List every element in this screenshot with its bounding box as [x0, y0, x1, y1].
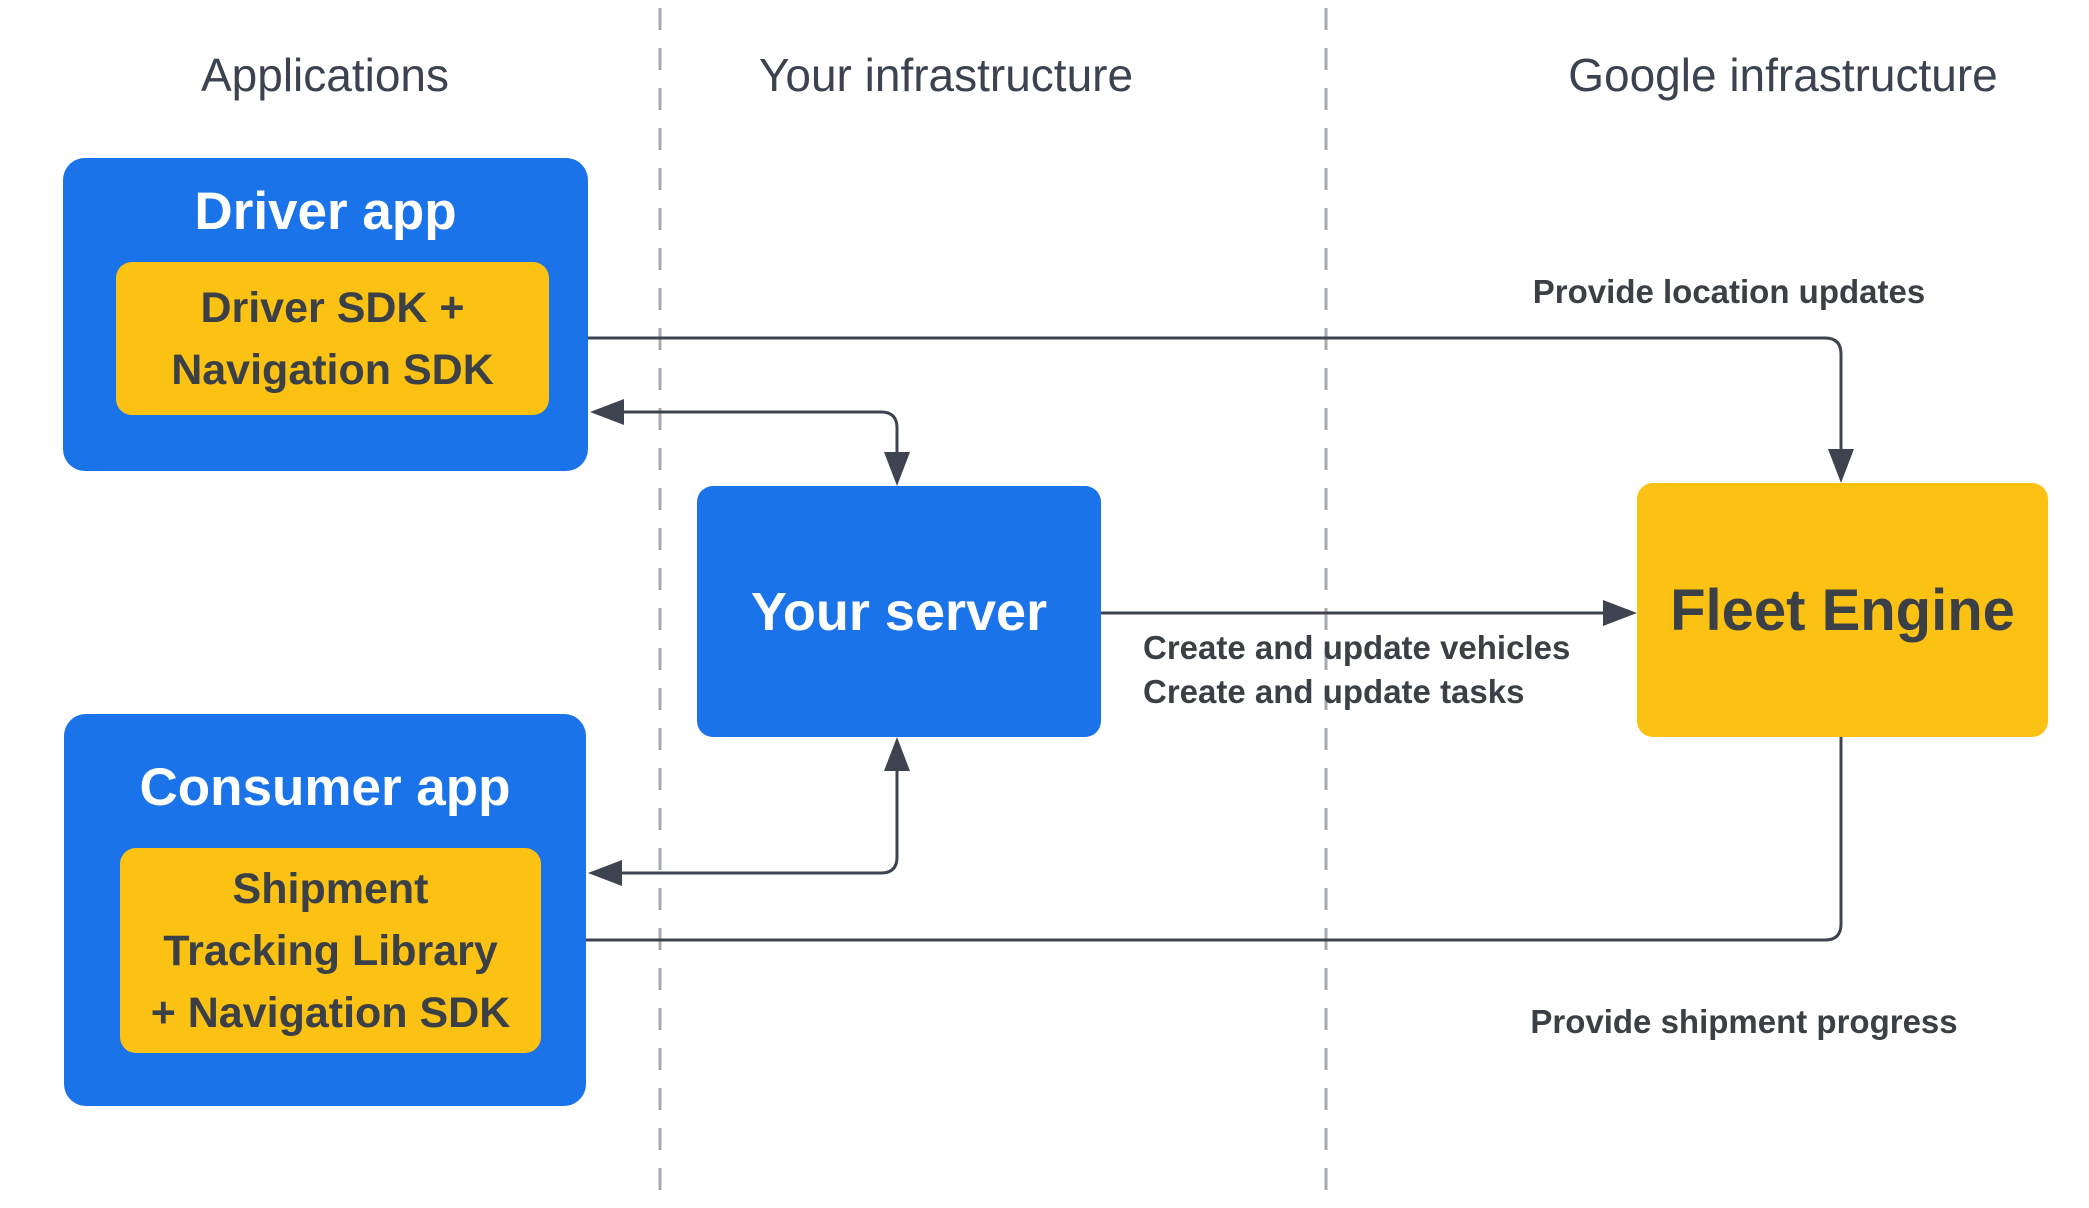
shipment-library-line-2: Tracking Library [163, 926, 498, 975]
column-header-your-infrastructure: Your infrastructure [758, 49, 1134, 101]
fleet-engine-title: Fleet Engine [1670, 577, 2015, 643]
fleet-engine-node: Fleet Engine [1637, 483, 2048, 737]
edge-label-create-update: Create and update vehicles Create and up… [1143, 626, 1570, 714]
your-server-title: Your server [750, 581, 1048, 642]
arrowhead-into-driver-app [590, 399, 624, 425]
arrowhead-into-your-server-top [884, 452, 910, 486]
consumer-app-title: Consumer app [139, 758, 511, 817]
edge-label-create-update-line-2: Create and update tasks [1143, 673, 1525, 710]
edge-driver-app-your-server [624, 410, 899, 452]
your-server-node: Your server [697, 486, 1101, 737]
edge-label-shipment-progress: Provide shipment progress [1530, 1003, 1958, 1040]
column-header-google-infrastructure: Google infrastructure [1568, 49, 1998, 101]
edge-label-create-update-line-1: Create and update vehicles [1143, 629, 1571, 666]
arrowhead-into-fleet-engine-top [1828, 449, 1854, 483]
edge-shipment-progress [575, 737, 1843, 942]
shipment-library-line-1: Shipment [232, 864, 429, 913]
shipment-tracking-library-node: Shipment Tracking Library + Navigation S… [120, 848, 541, 1053]
arrowhead-into-your-server-bottom [884, 737, 910, 771]
arrowhead-into-fleet-engine-left [1603, 600, 1637, 626]
edge-location-updates [580, 336, 1843, 449]
edge-consumer-app-your-server [622, 771, 899, 875]
arrowhead-into-consumer-app [588, 860, 622, 886]
driver-app-title: Driver app [194, 182, 457, 241]
driver-sdk-line-1: Driver SDK + [200, 283, 465, 332]
edge-label-location-updates: Provide location updates [1532, 273, 1926, 310]
driver-sdk-node: Driver SDK + Navigation SDK [116, 262, 549, 415]
shipment-library-line-3: + Navigation SDK [150, 988, 511, 1037]
column-header-applications: Applications [200, 49, 450, 101]
driver-sdk-line-2: Navigation SDK [171, 345, 494, 394]
